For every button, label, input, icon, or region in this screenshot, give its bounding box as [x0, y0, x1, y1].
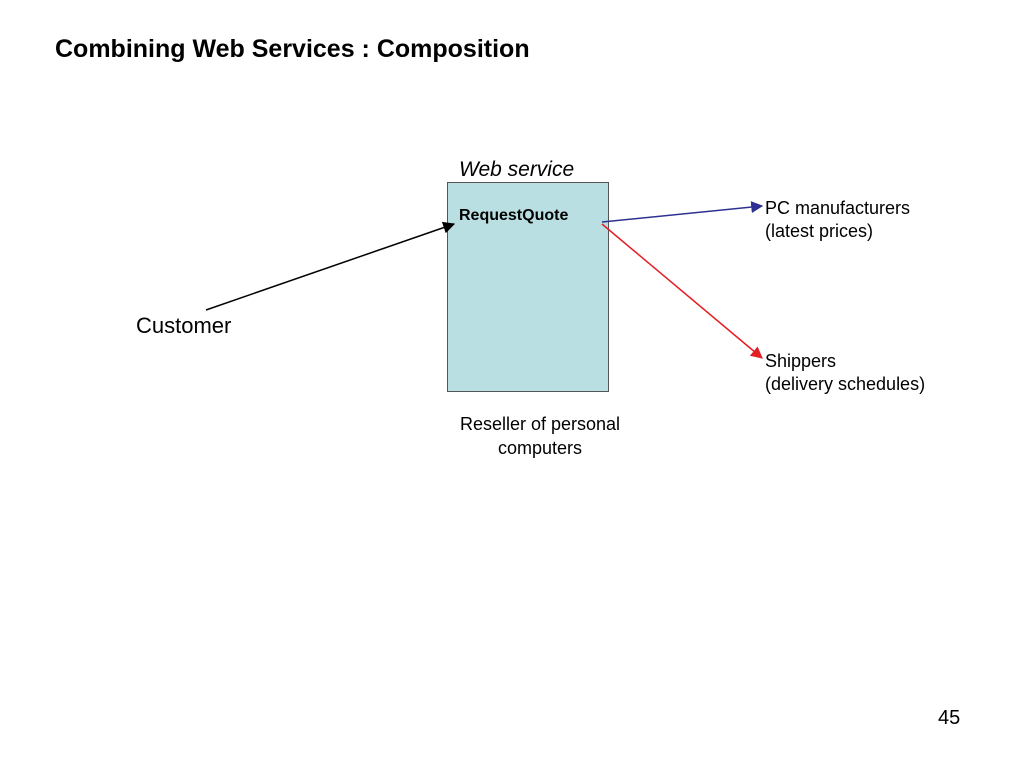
web-service-box: [447, 182, 609, 392]
shippers-label: Shippers (delivery schedules): [765, 350, 925, 396]
pc-manufacturers-label: PC manufacturers (latest prices): [765, 197, 910, 243]
request-quote-to-shippers-arrow: [601, 223, 763, 359]
pc-manufacturers-name: PC manufacturers: [765, 198, 911, 218]
request-quote-to-pc-manufacturers-arrow: [601, 201, 764, 223]
shippers-detail: (delivery schedules): [765, 374, 926, 394]
reseller-caption: Reseller of personal computers: [440, 412, 640, 460]
web-service-label: Web service: [459, 158, 575, 181]
slide-title: Combining Web Services : Composition: [55, 35, 530, 63]
shippers-name: Shippers: [765, 351, 837, 371]
reseller-caption-line-2: computers: [497, 438, 583, 458]
customer-label: Customer: [136, 313, 232, 338]
page-number: 45: [938, 707, 961, 729]
reseller-caption-line-1: Reseller of personal: [459, 414, 621, 434]
customer-to-request-quote-arrow: [205, 221, 456, 311]
request-quote-label: RequestQuote: [459, 207, 569, 224]
pc-manufacturers-detail: (latest prices): [765, 221, 874, 241]
